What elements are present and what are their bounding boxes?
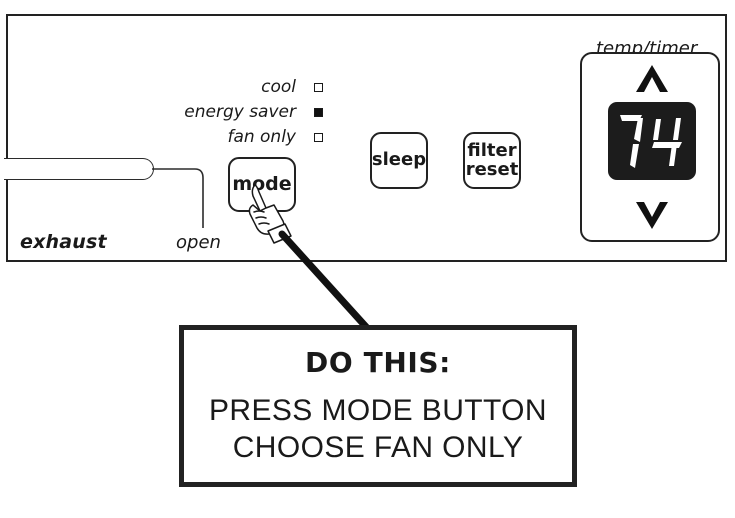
mode-indicator-energy-saver-label: energy saver: [184, 102, 296, 122]
callout-line-2: CHOOSE FAN ONLY: [232, 430, 524, 464]
square-outline-icon: [314, 132, 323, 142]
filter-reset-button[interactable]: filter reset: [463, 132, 521, 189]
chevron-down-icon[interactable]: [632, 200, 672, 232]
instruction-callout-box: DO THIS: PRESS MODE BUTTON CHOOSE FAN ON…: [179, 325, 577, 487]
exhaust-open-label: open: [176, 232, 221, 253]
sleep-button[interactable]: sleep: [370, 132, 428, 189]
mode-indicator-fan-only-label: fan only: [227, 127, 296, 147]
mode-indicator-cool-label: cool: [261, 77, 296, 97]
exhaust-slider[interactable]: [4, 158, 154, 180]
square-filled-icon: [314, 107, 323, 117]
mode-indicator-list: cool energy saver fan only: [128, 76, 323, 151]
mode-indicator-energy-saver: energy saver: [128, 101, 323, 123]
mode-indicator-fan-only: fan only: [128, 126, 323, 148]
filter-reset-line-2: reset: [465, 158, 519, 180]
temperature-display: [608, 102, 696, 180]
filter-reset-line-1: filter: [467, 140, 517, 162]
mode-indicator-cool: cool: [128, 76, 323, 98]
callout-line-1: PRESS MODE BUTTON: [209, 393, 547, 427]
appliance-control-panel: exhaust open cool energy saver fan only …: [4, 14, 727, 262]
square-outline-icon: [314, 82, 323, 92]
callout-heading: DO THIS:: [305, 345, 451, 379]
seven-segment-digits: [620, 115, 682, 168]
exhaust-open-leader-line: [152, 168, 204, 228]
exhaust-label: exhaust: [20, 231, 107, 253]
callout-leader-line: [278, 230, 372, 333]
temp-timer-module: [580, 52, 720, 242]
chevron-up-icon[interactable]: [632, 62, 672, 94]
